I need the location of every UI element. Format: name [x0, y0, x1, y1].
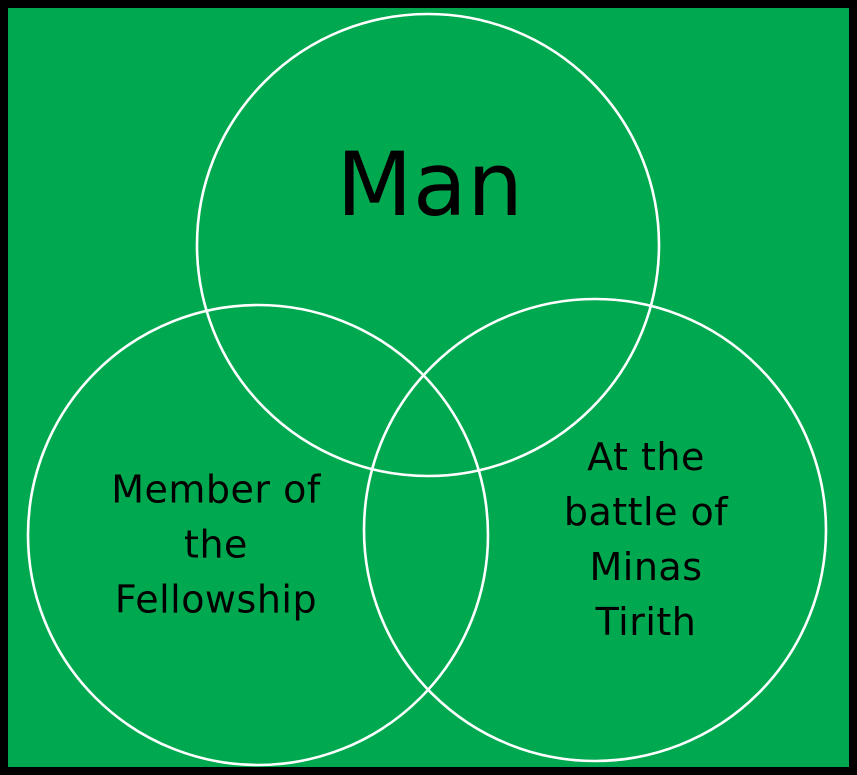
circle-at-the-battle-of-minas-tirith — [362, 297, 828, 763]
set-label-minas-line-3: Minas — [589, 545, 703, 589]
set-label-member-of-the-fellowship: Member of the Fellowship — [111, 462, 321, 627]
set-label-at-the-battle-of-minas-tirith: At the battle of Minas Tirith — [564, 430, 728, 650]
set-label-minas-line-2: battle of — [563, 489, 729, 534]
circle-man — [195, 12, 661, 478]
set-label-minas-line-1: At the — [587, 434, 705, 479]
set-label-fellowship-line-3: Fellowship — [114, 577, 318, 622]
set-label-minas-line-4: Tirith — [595, 600, 697, 645]
diagram-background — [8, 8, 849, 767]
set-label-man: Man — [336, 141, 523, 229]
set-label-man-line: Man — [336, 133, 524, 236]
set-label-fellowship-line-2: the — [184, 522, 248, 567]
set-label-fellowship-line-1: Member of — [111, 467, 321, 512]
circle-member-of-the-fellowship — [26, 303, 490, 767]
